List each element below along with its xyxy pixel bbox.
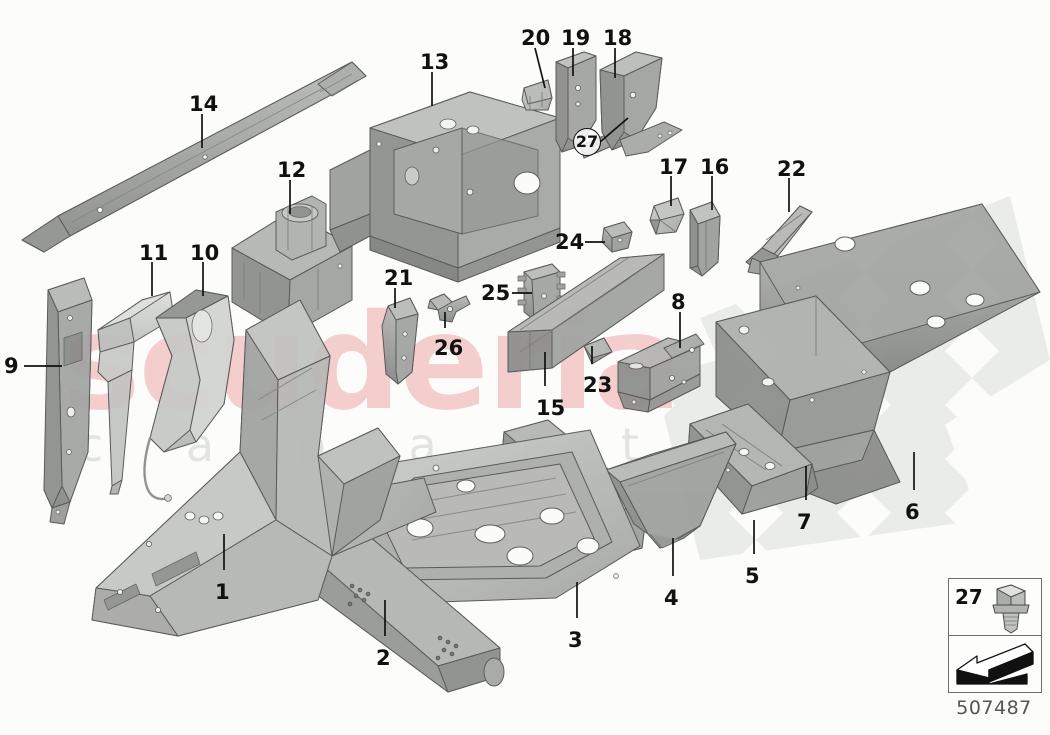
callout-label-25: 25 — [481, 281, 511, 305]
part-22-rail — [745, 205, 813, 277]
part-20-clip — [521, 79, 553, 111]
callout-label-13: 13 — [420, 50, 450, 74]
part-18-panel — [599, 51, 683, 157]
part-8-bracket-assembly — [617, 333, 705, 413]
part-23-strip — [583, 337, 613, 365]
diagram-number: 507487 — [956, 697, 1032, 719]
callout-label-17: 17 — [659, 155, 689, 179]
callout-label-23: 23 — [583, 373, 613, 397]
legend-part-number: 27 — [955, 585, 983, 609]
part-24-mount — [601, 221, 633, 253]
hex-bolt-icon — [992, 584, 1030, 634]
part-14-rail — [21, 61, 367, 253]
part-9-pillar — [43, 277, 93, 525]
part-10-inner-arch — [143, 289, 235, 502]
callout-label-5: 5 — [745, 564, 760, 588]
legend-box: 27 — [948, 578, 1042, 693]
callout-label-26: 26 — [434, 336, 464, 360]
part-26-clip — [427, 293, 471, 323]
part-21-angle — [381, 297, 419, 385]
callout-label-27-circled: 27 — [573, 128, 601, 156]
callout-label-2: 2 — [376, 646, 391, 670]
callout-label-8: 8 — [671, 290, 686, 314]
callout-label-15: 15 — [536, 396, 566, 420]
callout-label-19: 19 — [561, 26, 591, 50]
callout-label-21: 21 — [384, 266, 414, 290]
callout-label-11: 11 — [139, 241, 169, 265]
callout-label-1: 1 — [215, 580, 230, 604]
callout-label-14: 14 — [189, 92, 219, 116]
part-6-floor-panel — [715, 203, 1041, 505]
part-1-frame — [91, 299, 437, 637]
part-15-box-beam — [507, 253, 665, 373]
callout-label-20: 20 — [521, 26, 551, 50]
callout-label-16: 16 — [700, 155, 730, 179]
part-4-sill — [605, 431, 737, 549]
callout-label-3: 3 — [568, 628, 583, 652]
callout-label-4: 4 — [664, 586, 679, 610]
callout-label-12: 12 — [277, 158, 307, 182]
legend-divider — [949, 635, 1041, 637]
callout-label-9: 9 — [4, 354, 19, 378]
part-16-bracket — [689, 201, 721, 277]
part-13-box — [329, 91, 561, 283]
callout-label-6: 6 — [905, 500, 920, 524]
direction-arrow-icon — [956, 643, 1034, 685]
callout-label-18: 18 — [603, 26, 633, 50]
part-11-bracket — [97, 291, 175, 495]
callout-label-24: 24 — [555, 230, 585, 254]
callout-label-7: 7 — [797, 510, 812, 534]
part-17-wedge — [649, 197, 685, 235]
callout-label-22: 22 — [777, 157, 807, 181]
callout-label-10: 10 — [190, 241, 220, 265]
